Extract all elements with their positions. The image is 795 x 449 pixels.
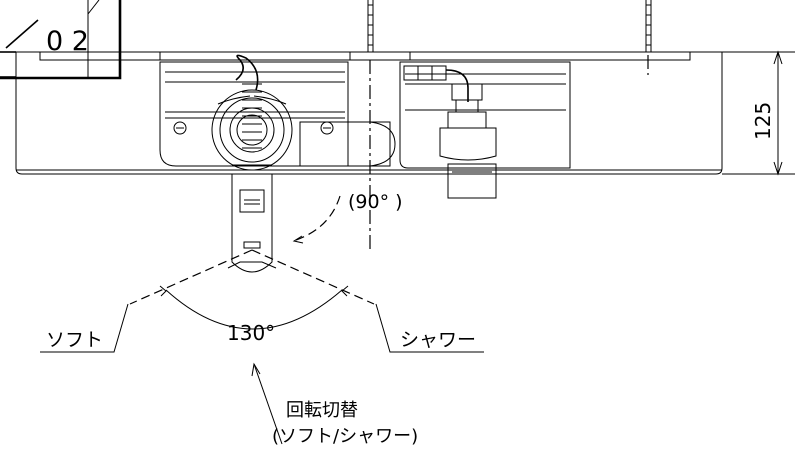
valve-body — [211, 54, 293, 171]
rotate-switch-sub: (ソフト/シャワー) — [272, 426, 418, 447]
arc-90 — [292, 195, 341, 244]
spout-head — [227, 174, 277, 273]
corner-frame — [0, 0, 122, 80]
dimension-125-label: 125 — [751, 102, 775, 140]
counter-plate — [0, 51, 723, 175]
soft-label: ソフト — [46, 329, 103, 351]
mounting-bolts — [367, 0, 652, 250]
angle-130-label: 130° — [227, 321, 275, 345]
shower-label: シャワー — [400, 329, 476, 351]
angle-90-label: (90° ) — [348, 191, 403, 213]
left-housing — [159, 61, 396, 167]
rotate-switch-title: 回転切替 — [286, 400, 358, 421]
height-dimension — [722, 50, 795, 176]
right-housing — [399, 61, 571, 199]
arc-130 — [40, 249, 484, 353]
rotation-leader — [251, 362, 283, 445]
